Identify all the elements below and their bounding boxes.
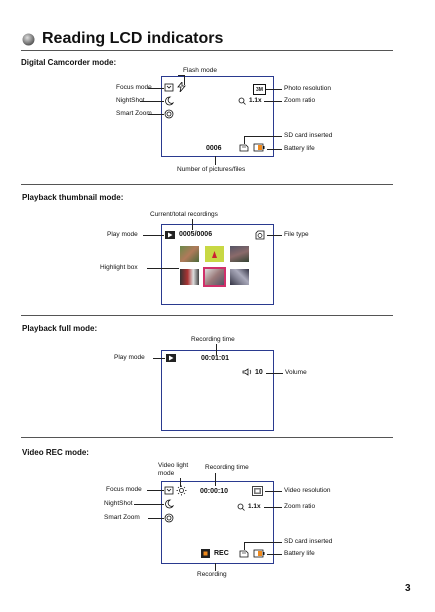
focus-mode-label: Focus mode bbox=[116, 84, 152, 91]
video-light-label-2: mode bbox=[158, 470, 175, 477]
file-type-icon bbox=[255, 230, 265, 240]
thumbnail-image bbox=[230, 269, 249, 285]
battery-life-label: Battery life bbox=[284, 145, 315, 152]
play-mode-icon bbox=[165, 231, 175, 239]
volume-label: Volume bbox=[285, 369, 307, 376]
recording-label: Recording bbox=[197, 571, 227, 578]
recording-icon bbox=[201, 549, 210, 558]
volume-value: 10 bbox=[255, 369, 263, 376]
nightshot-label: NightShot bbox=[116, 97, 145, 104]
playback-time: 00:01:01 bbox=[201, 355, 230, 362]
picture-counter: 0006 bbox=[206, 145, 222, 152]
video-resolution-icon bbox=[252, 486, 263, 496]
battery-icon bbox=[253, 549, 265, 558]
current-total-label: Current/total recordings bbox=[150, 211, 218, 218]
play-mode-label: Play mode bbox=[107, 231, 138, 238]
video-resolution-label: Video resolution bbox=[284, 487, 331, 494]
sd-card-icon bbox=[239, 550, 249, 558]
focus-mode-label: Focus mode bbox=[106, 486, 142, 493]
thumbnail-lcd-screen bbox=[161, 224, 274, 305]
thumbnail-image bbox=[230, 246, 249, 262]
title-bullet-icon bbox=[22, 33, 35, 46]
focus-mode-icon bbox=[164, 486, 174, 495]
battery-icon bbox=[253, 143, 265, 152]
section-divider bbox=[21, 184, 393, 185]
fullmode-lcd-screen bbox=[161, 350, 274, 431]
highlight-box-label: Highlight box bbox=[100, 264, 138, 271]
photo-resolution-label: Photo resolution bbox=[284, 85, 331, 92]
smart-zoom-label: Smart Zoom bbox=[104, 514, 140, 521]
flash-icon bbox=[177, 82, 186, 92]
thumbnail-image bbox=[205, 246, 224, 262]
video-light-icon bbox=[176, 485, 187, 496]
page-number: 3 bbox=[405, 583, 411, 594]
rec-indicator: REC bbox=[214, 550, 229, 557]
nightshot-icon bbox=[164, 96, 174, 106]
recording-time-value: 00:00:10 bbox=[200, 488, 229, 495]
sd-card-label: SD card inserted bbox=[284, 538, 333, 545]
recordings-counter: 0005/0006 bbox=[179, 231, 213, 238]
focus-mode-icon bbox=[164, 83, 174, 92]
camcorder-heading: Digital Camcorder mode: bbox=[21, 58, 117, 67]
section-divider bbox=[21, 437, 393, 438]
zoom-value: 1.1x bbox=[248, 503, 261, 510]
thumbnail-image bbox=[180, 269, 199, 285]
nightshot-label: NightShot bbox=[104, 500, 133, 507]
photo-resolution-icon: 3M bbox=[253, 84, 266, 95]
zoom-ratio-label: Zoom ratio bbox=[284, 503, 316, 510]
play-mode-icon bbox=[166, 354, 176, 362]
sd-card-label: SD card inserted bbox=[284, 132, 333, 139]
flash-mode-label: Flash mode bbox=[183, 67, 217, 74]
smart-zoom-label: Smart Zoom bbox=[116, 110, 152, 117]
smart-zoom-icon bbox=[164, 109, 174, 119]
thumbnail-image bbox=[180, 246, 199, 262]
video-light-label: Video light bbox=[158, 462, 189, 469]
smart-zoom-icon bbox=[164, 513, 174, 523]
highlighted-thumbnail bbox=[203, 267, 226, 287]
camcorder-lcd-screen bbox=[161, 76, 274, 157]
section-divider bbox=[21, 315, 393, 316]
title-underline bbox=[21, 50, 393, 51]
thumbnail-heading: Playback thumbnail mode: bbox=[22, 193, 124, 202]
sd-card-icon bbox=[239, 144, 249, 152]
zoom-icon bbox=[238, 97, 246, 105]
recording-time-label: Recording time bbox=[191, 336, 235, 343]
nightshot-icon bbox=[164, 499, 174, 509]
page-title: Reading LCD indicators bbox=[42, 30, 224, 47]
battery-life-label: Battery life bbox=[284, 550, 315, 557]
videorec-heading: Video REC mode: bbox=[22, 448, 89, 457]
zoom-icon bbox=[237, 503, 245, 511]
file-type-label: File type bbox=[284, 231, 309, 238]
play-mode-label: Play mode bbox=[114, 354, 145, 361]
number-of-pictures-label: Number of pictures/files bbox=[177, 166, 246, 173]
fullmode-heading: Playback full mode: bbox=[22, 324, 98, 333]
volume-icon bbox=[242, 368, 253, 376]
zoom-value: 1.1x bbox=[249, 97, 262, 104]
recording-time-label: Recording time bbox=[205, 464, 249, 471]
zoom-ratio-label: Zoom ratio bbox=[284, 97, 316, 104]
